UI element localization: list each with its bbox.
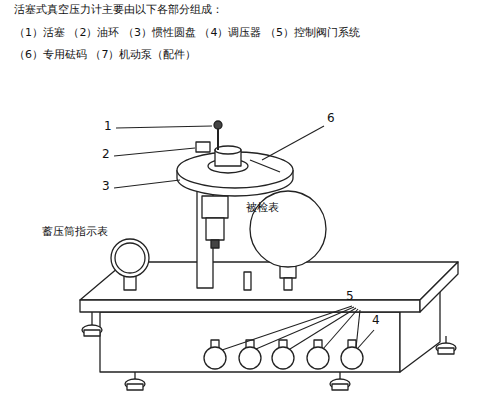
table-edge-side (420, 262, 458, 312)
piston (217, 128, 219, 150)
gauge-label: 蓄压筒指示表 (42, 226, 108, 239)
parts-list: （1）活塞 （2）油环 （3）惯性圆盘 （4）调压器 （5）控制阀门系统 (14, 27, 360, 40)
oil-ring (196, 142, 210, 152)
heading-text: 活塞式真空压力计主要由以下各部分组成： (14, 4, 223, 17)
table-edge (80, 300, 420, 312)
callout-number: 3 (102, 180, 110, 194)
callout-number: 1 (104, 120, 112, 134)
inertia-disc (177, 146, 293, 196)
gauge-dial: 被检表 (246, 200, 279, 215)
callout-number: 2 (102, 148, 110, 162)
callout-number: 6 (327, 112, 335, 126)
cylinder-block (202, 196, 228, 218)
leader-lines (114, 126, 374, 350)
callout-number: 5 (346, 290, 354, 304)
pin (244, 272, 251, 290)
callout-number: 4 (372, 314, 380, 328)
parts-list: （6）专用砝码 （7）机动泵（配件） (14, 49, 197, 62)
gauge-label: 被检表 (246, 200, 279, 215)
control-valves (204, 340, 363, 369)
table-feet (82, 312, 456, 390)
accumulator-gauge (111, 239, 149, 290)
table-body (100, 312, 400, 372)
